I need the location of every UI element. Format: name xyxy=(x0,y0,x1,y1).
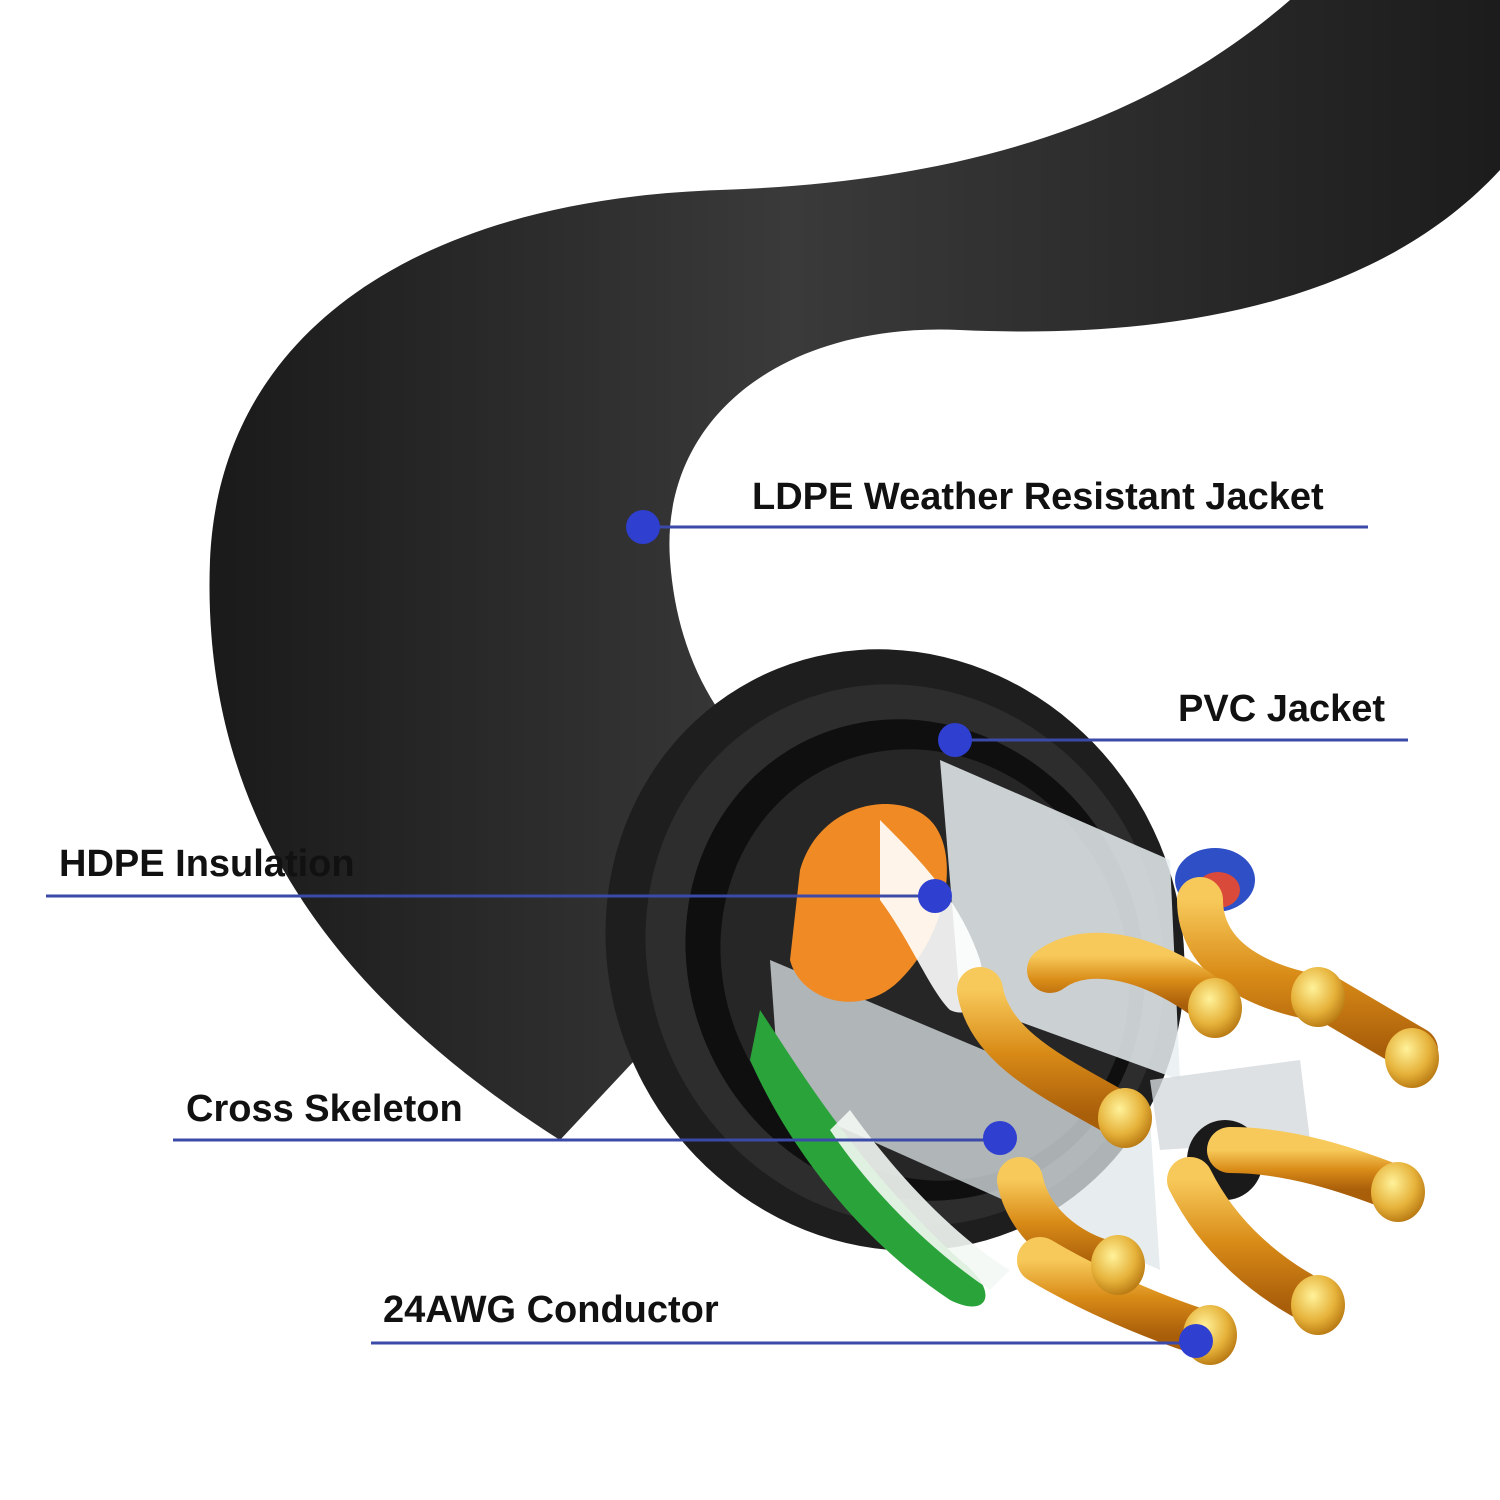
label-ldpe-jacket: LDPE Weather Resistant Jacket xyxy=(752,476,1324,518)
copper-conductors xyxy=(957,877,1439,1365)
callout-dot-ldpe xyxy=(626,510,660,544)
callouts xyxy=(46,510,1408,1358)
callout-dot-hdpe xyxy=(918,879,952,913)
label-pvc-jacket: PVC Jacket xyxy=(1178,688,1386,730)
label-conductor: 24AWG Conductor xyxy=(383,1289,719,1331)
callout-dot-pvc xyxy=(938,723,972,757)
callout-dot-cross xyxy=(983,1121,1017,1155)
callout-dot-conductor xyxy=(1179,1324,1213,1358)
label-cross-skeleton: Cross Skeleton xyxy=(186,1088,463,1130)
label-hdpe-insulation: HDPE Insulation xyxy=(59,843,355,885)
